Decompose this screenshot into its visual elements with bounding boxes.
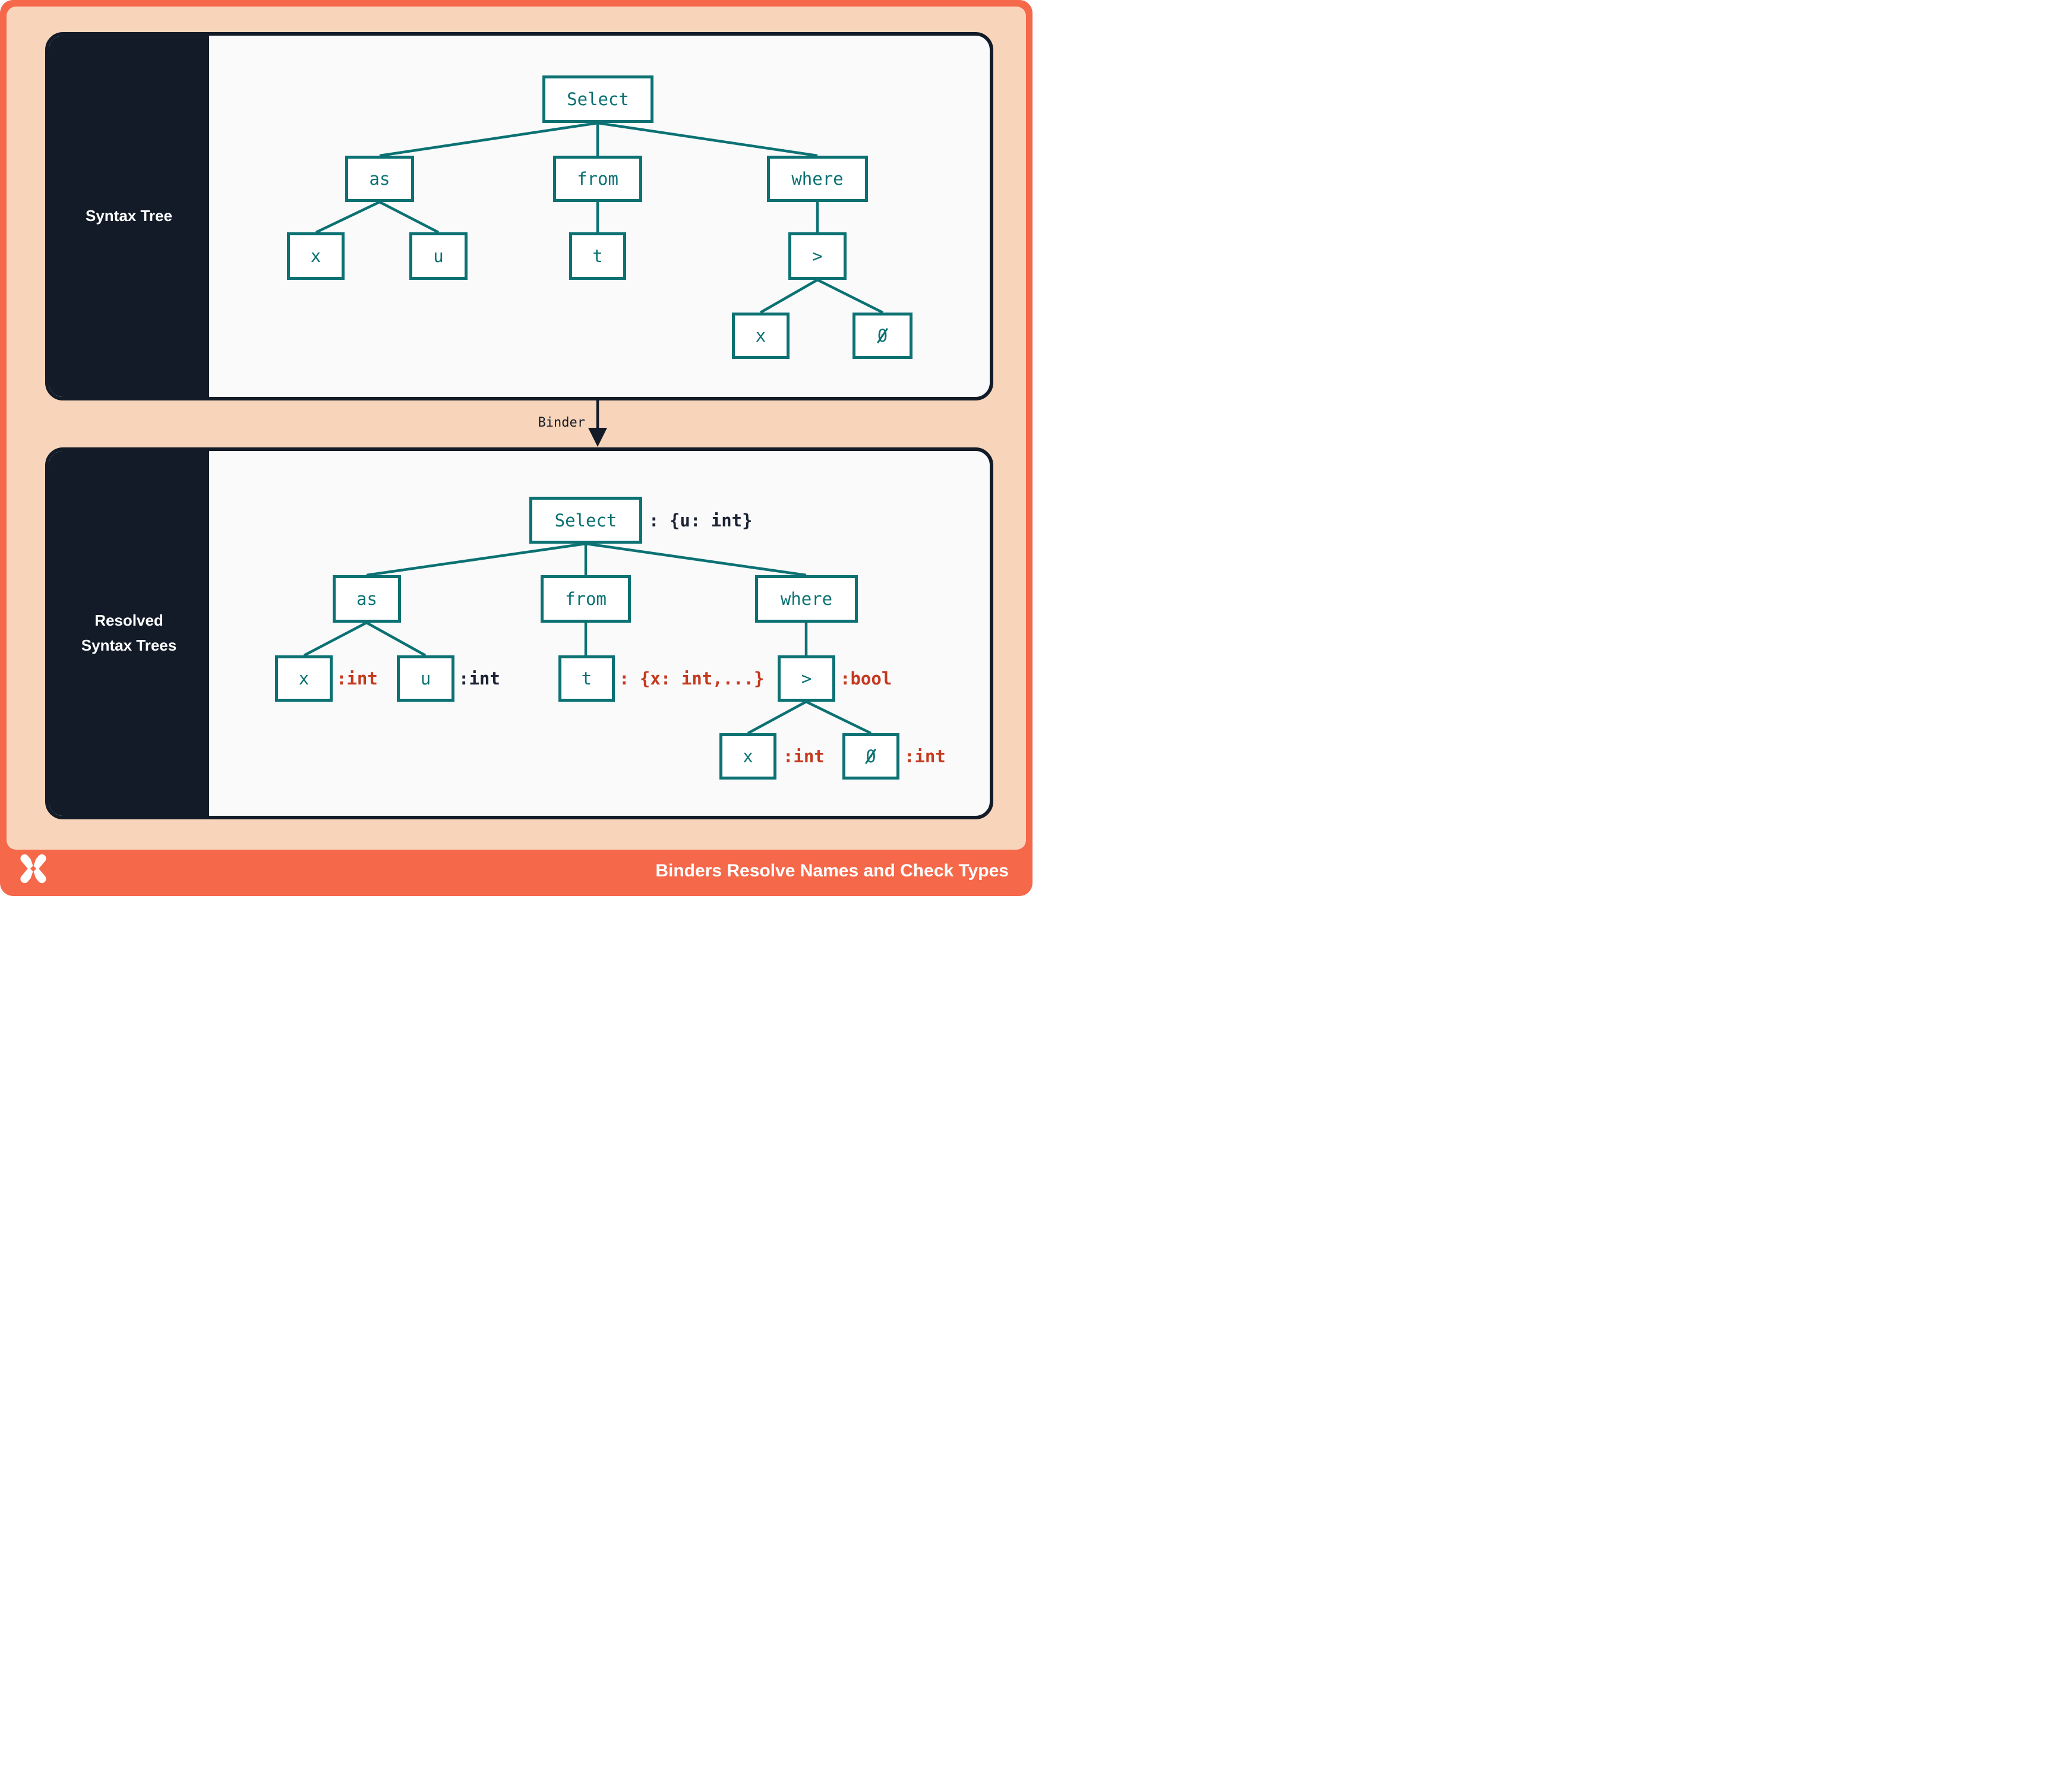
annotation-select-type: : {u: int}	[649, 510, 753, 531]
resolved-node-t: t	[558, 655, 615, 702]
resolved-node-x-cmp: x	[719, 733, 776, 780]
syntax-tree-sidebar: Syntax Tree	[49, 36, 209, 397]
resolved-node-u-alias-label: u	[420, 668, 431, 689]
x-pinwheel-logo-icon	[20, 854, 46, 884]
node-t: t	[569, 232, 626, 280]
resolved-node-gt: >	[778, 655, 835, 702]
resolved-node-select: Select	[529, 497, 642, 544]
resolved-panel-title-line2: Syntax Trees	[81, 636, 177, 654]
resolved-node-where: where	[755, 575, 858, 623]
footer-title: Binders Resolve Names and Check Types	[655, 861, 1009, 881]
node-select-label: Select	[567, 89, 629, 109]
node-zero: 0	[852, 313, 912, 359]
node-where-label: where	[791, 169, 844, 189]
resolved-node-x-alias-label: x	[298, 668, 310, 689]
node-u-alias-label: u	[433, 246, 444, 266]
annotation-u-alias-type: :int	[459, 668, 500, 689]
node-as-label: as	[369, 169, 390, 189]
node-x-cmp: x	[732, 313, 790, 359]
syntax-tree-panel: Syntax Tree	[45, 32, 993, 400]
resolved-syntax-trees-sidebar: Resolved Syntax Trees	[49, 451, 209, 816]
resolved-node-t-label: t	[581, 668, 592, 689]
resolved-node-where-label: where	[780, 589, 833, 609]
syntax-tree-panel-title: Syntax Tree	[86, 207, 172, 225]
resolved-syntax-trees-panel: Resolved Syntax Trees	[45, 447, 993, 819]
resolved-node-select-label: Select	[554, 510, 617, 531]
resolved-node-x-alias: x	[275, 655, 333, 702]
node-where: where	[767, 156, 868, 202]
node-u-alias: u	[409, 232, 468, 280]
resolved-node-x-cmp-label: x	[743, 746, 753, 766]
resolved-node-u-alias: u	[397, 655, 454, 702]
resolved-node-as: as	[333, 575, 401, 623]
annotation-t-type: : {x: int,...}	[619, 668, 765, 689]
node-as: as	[345, 156, 414, 202]
node-select: Select	[542, 75, 653, 123]
annotation-gt-type: :bool	[840, 668, 892, 689]
poster-frame: Syntax Tree Resolved Syntax Trees	[0, 0, 1032, 896]
binder-label: Binder	[538, 415, 585, 430]
node-x-alias-label: x	[310, 246, 321, 266]
node-x-cmp-label: x	[755, 326, 766, 346]
annotation-x-cmp-type: :int	[783, 746, 825, 766]
resolved-node-from: from	[541, 575, 631, 623]
resolved-node-from-label: from	[565, 589, 607, 609]
annotation-x-alias-type: :int	[336, 668, 378, 689]
resolved-node-as-label: as	[356, 589, 377, 609]
node-gt-label: >	[812, 246, 823, 266]
annotation-zero-type: :int	[904, 746, 946, 766]
node-from-label: from	[577, 169, 618, 189]
node-from: from	[553, 156, 642, 202]
node-gt: >	[788, 232, 847, 280]
resolved-node-zero: 0	[842, 733, 899, 780]
node-t-label: t	[592, 246, 603, 266]
node-x-alias: x	[287, 232, 345, 280]
resolved-node-gt-label: >	[801, 668, 812, 689]
resolved-panel-title-line1: Resolved	[94, 611, 163, 630]
